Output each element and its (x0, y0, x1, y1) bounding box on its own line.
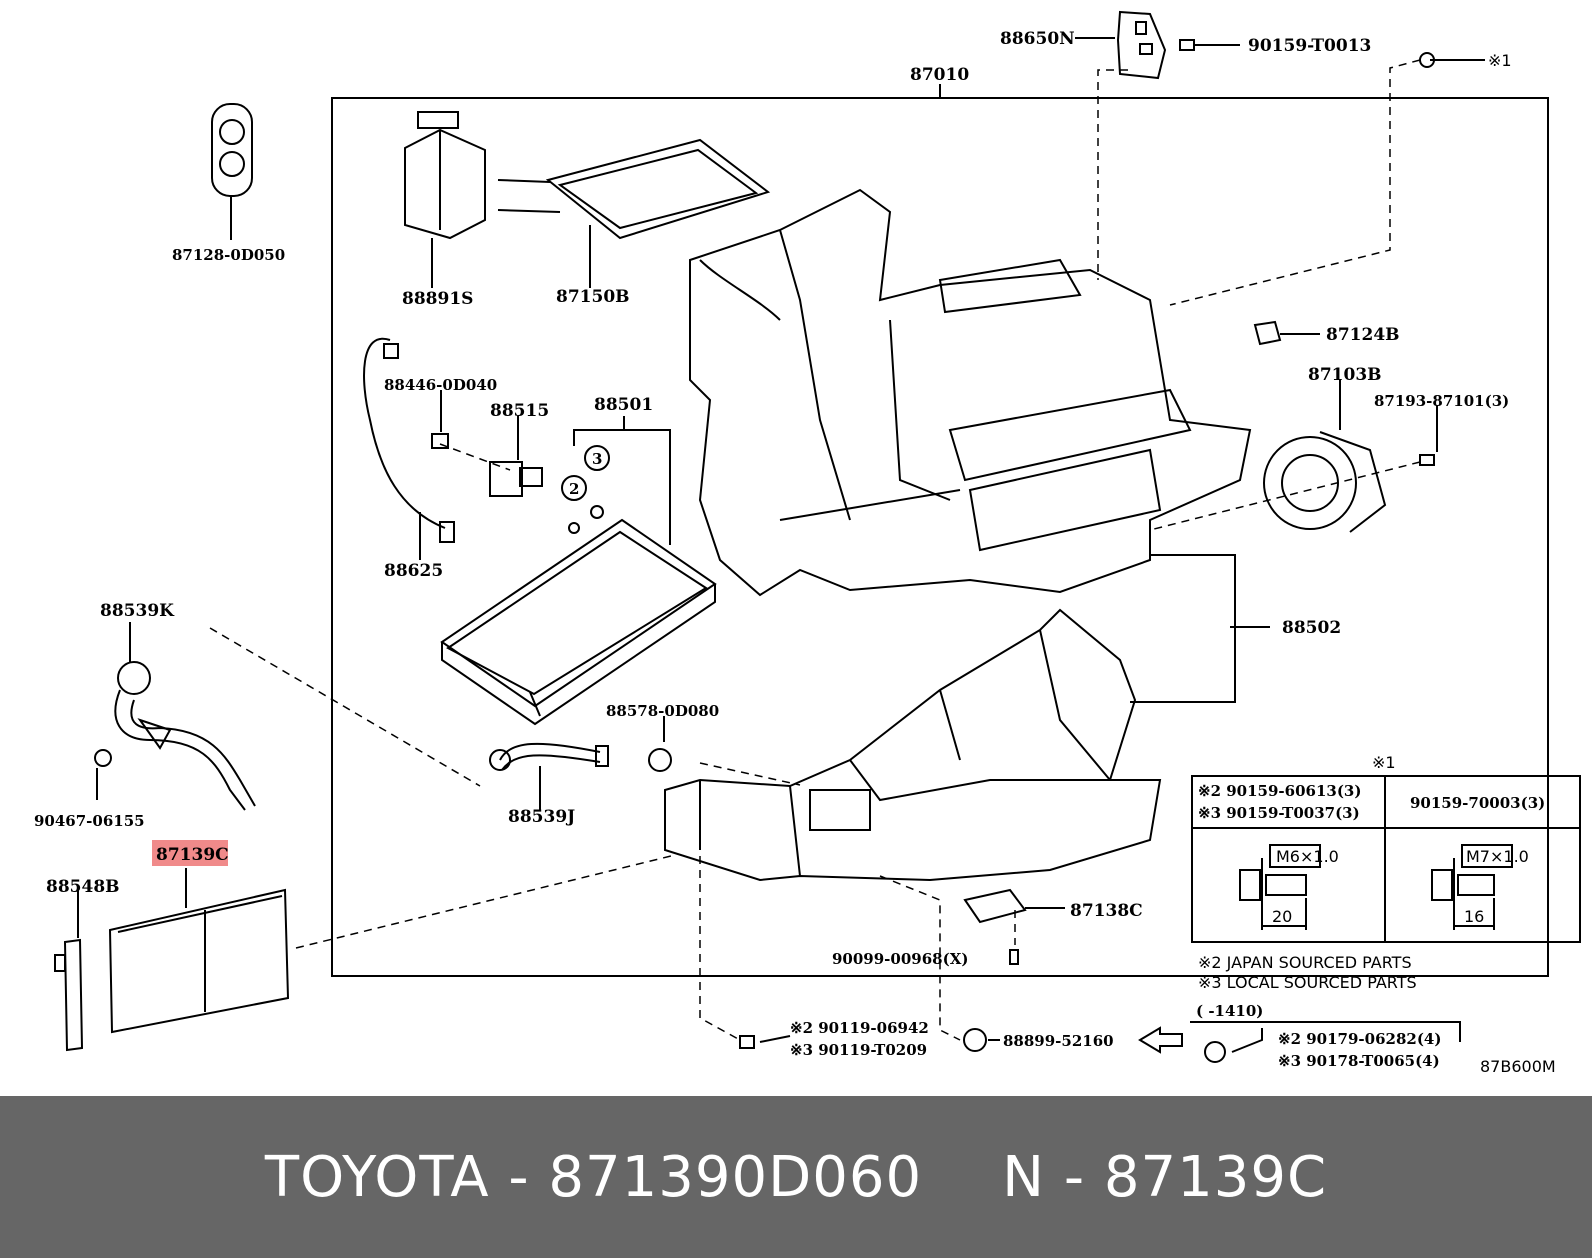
assembly-frame (331, 97, 1549, 977)
label-87124B: 87124B (1326, 325, 1400, 345)
label-88548B: 88548B (46, 877, 120, 897)
circle-label-2: 2 (569, 480, 579, 498)
table-col2: 90159-70003(3) (1410, 794, 1545, 812)
label-87139C: 87139C (156, 845, 229, 865)
label-87010: 87010 (910, 65, 969, 85)
label-87150B: 87150B (556, 287, 630, 307)
label-88578-0D080: 88578-0D080 (606, 702, 719, 720)
diagram-code: 87B600M (1480, 1057, 1556, 1076)
footer-ref: N - 87139C (1002, 1144, 1328, 1210)
label-90119-T0209: ※3 90119-T0209 (790, 1041, 927, 1059)
label-88650N: 88650N (1000, 29, 1075, 49)
hose-88539K (114, 622, 256, 811)
label-87138C: 87138C (1070, 901, 1143, 921)
hose-88539J (489, 742, 609, 810)
footer-brand-part: TOYOTA - 871390D060 (264, 1144, 923, 1210)
sensor-88515 (489, 461, 523, 497)
label-90159-T0013: 90159-T0013 (1248, 36, 1371, 56)
label-87103B: 87103B (1308, 365, 1382, 385)
label-87193-87101: 87193-87101(3) (1374, 392, 1509, 410)
table-col1-line1: ※2 90159-60613(3) (1198, 782, 1361, 800)
unit-housing-upper (689, 188, 1252, 597)
note-japan-sourced: ※2 JAPAN SOURCED PARTS (1198, 953, 1412, 972)
label-88501: 88501 (594, 395, 653, 415)
circle-label-3: 3 (592, 450, 602, 468)
highlight-87139C (152, 840, 228, 866)
note-local-sourced: ※3 LOCAL SOURCED PARTS (1198, 973, 1417, 992)
wire-88625 (363, 337, 446, 529)
label-88539K: 88539K (100, 601, 175, 621)
heater-core-87150B (497, 138, 771, 288)
footer-text: TOYOTA - 871390D060 N - 87139C (265, 1145, 1327, 1210)
label-88446-0D040: 88446-0D040 (384, 376, 497, 394)
table-title: ※1 (1372, 753, 1396, 772)
table-col1-line2: ※3 90159-T0037(3) (1198, 804, 1360, 822)
servo-87138C (963, 888, 1065, 924)
footer-bar: TOYOTA - 871390D060 N - 87139C (0, 1096, 1592, 1258)
bracket-88891S (404, 111, 486, 288)
bolt2-size: M7×1.0 (1466, 847, 1529, 866)
reference-table (1191, 775, 1581, 943)
part-87124B (1253, 320, 1282, 346)
label-ref1: ※1 (1488, 51, 1512, 70)
label-88899-52160: 88899-52160 (1003, 1032, 1114, 1050)
blower-87103B (1263, 380, 1387, 533)
label-90179-06282: ※2 90179-06282(4) (1278, 1030, 1441, 1048)
label-88625: 88625 (384, 561, 443, 581)
label-90119-06942: ※2 90119-06942 (790, 1019, 929, 1037)
label-88891S: 88891S (402, 289, 473, 309)
grommet-88578-0D080 (648, 748, 672, 772)
case-lower-88502 (664, 608, 1162, 882)
bolt1-length: 20 (1272, 907, 1292, 926)
filter-87139C (108, 868, 290, 1034)
label-90099-00968: 90099-00968(X) (832, 950, 968, 968)
label-90467-06155: 90467-06155 (34, 812, 145, 830)
parts-diagram: 88650N 90159-T0013 87010 ※1 87128-0D050 … (34, 10, 1581, 1076)
label-88515: 88515 (490, 401, 549, 421)
evaporator-88501 (440, 518, 717, 726)
screw-88446-0D040 (431, 433, 449, 449)
label-87128-0D050: 87128-0D050 (172, 246, 285, 264)
seal-88548B (54, 886, 84, 1052)
clip-88899-52160 (963, 1028, 987, 1052)
bolt1-size: M6×1.0 (1276, 847, 1339, 866)
label-90178-T0065: ※3 90178-T0065(4) (1278, 1052, 1440, 1070)
label-88502: 88502 (1282, 618, 1341, 638)
grommet-87128-0D050 (211, 103, 253, 240)
label-range: ( -1410) (1196, 1002, 1263, 1020)
label-88539J: 88539J (508, 807, 575, 827)
bolt2-length: 16 (1464, 907, 1484, 926)
bracket-88650N (1116, 10, 1167, 80)
